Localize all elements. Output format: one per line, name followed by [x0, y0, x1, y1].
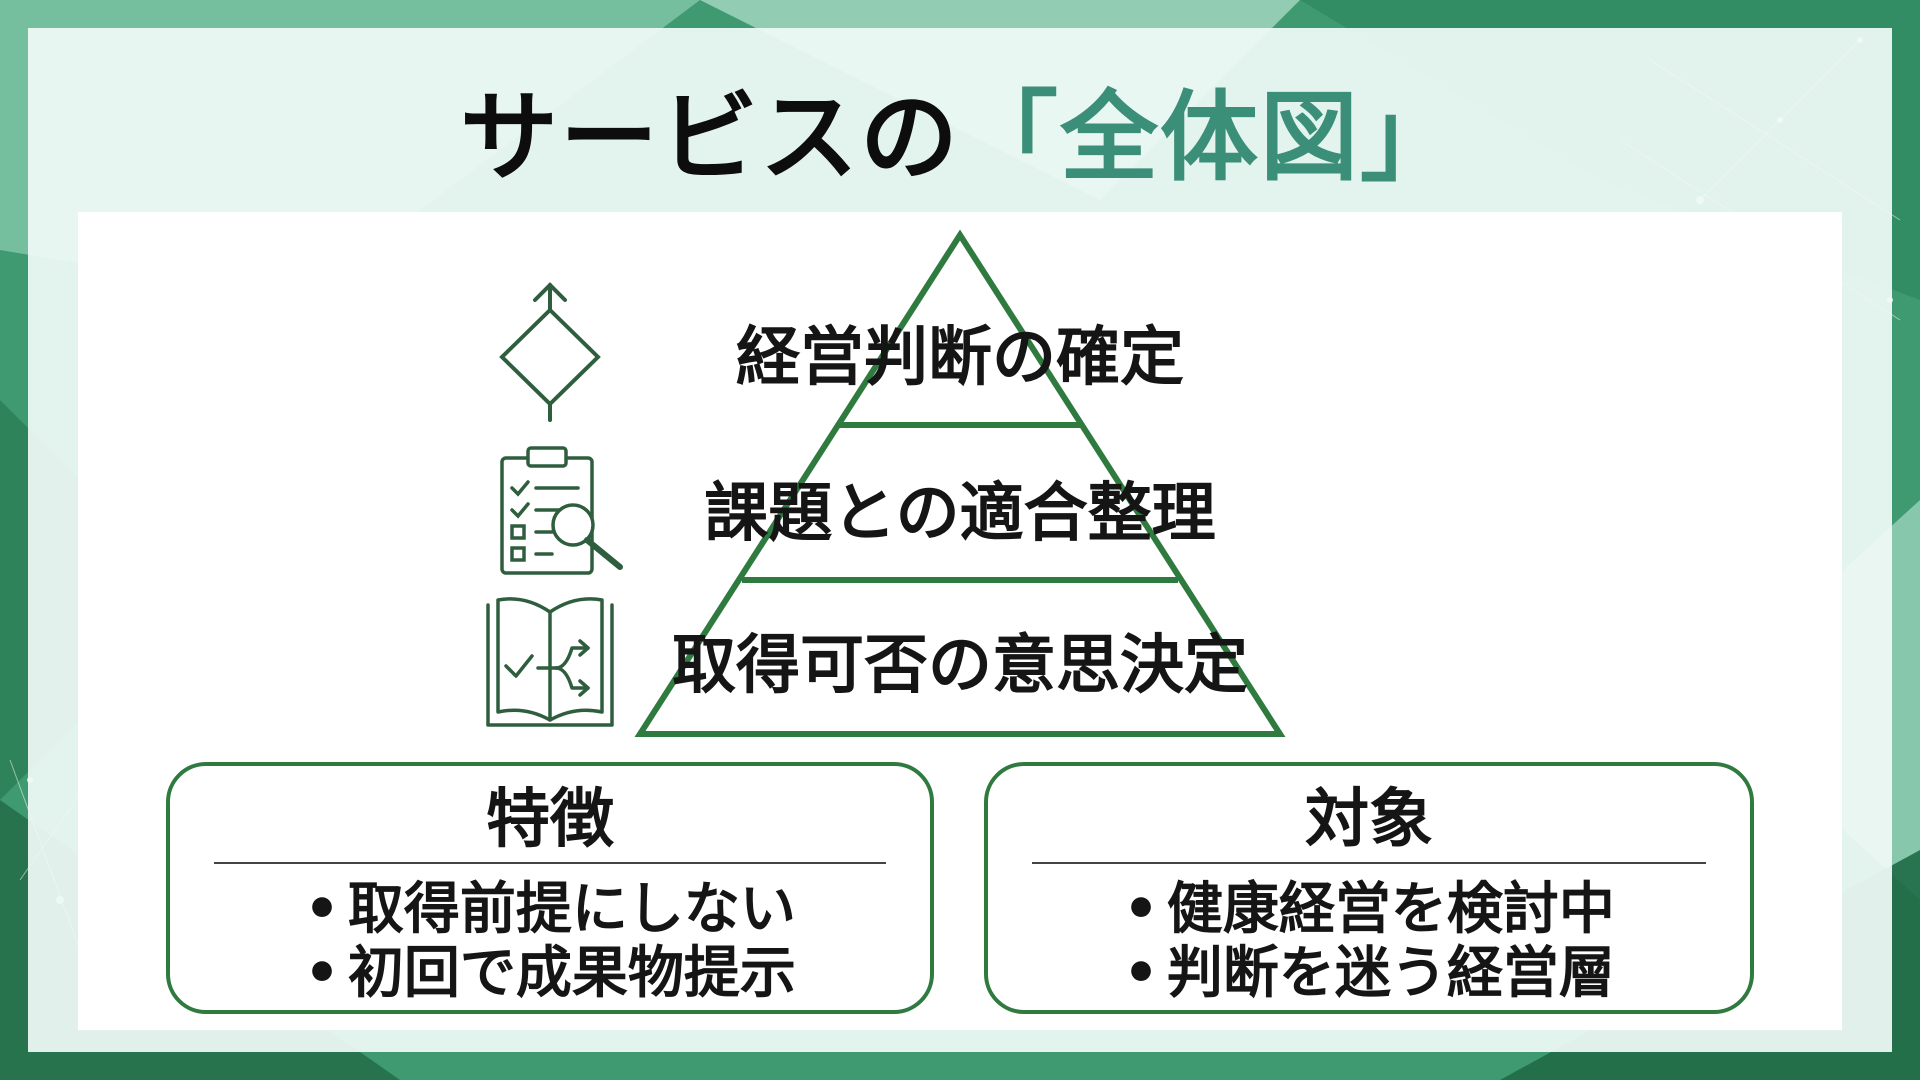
- target-divider: [1032, 862, 1706, 864]
- decision-diamond-icon: [502, 285, 598, 420]
- features-divider: [214, 862, 886, 864]
- features-item: 取得前提にしない: [170, 878, 930, 942]
- pyramid-tier-top: 経営判断の確定: [700, 326, 1220, 390]
- features-item: 初回で成果物提示: [170, 942, 930, 1006]
- features-list: 取得前提にしない 初回で成果物提示: [170, 878, 930, 1006]
- pyramid-tier-middle: 課題との適合整理: [660, 482, 1260, 546]
- book-branch-icon: [488, 599, 612, 725]
- target-item: 判断を迷う経営層: [988, 942, 1750, 1006]
- features-box: 特徴 取得前提にしない 初回で成果物提示: [166, 762, 934, 1014]
- target-item: 健康経営を検討中: [988, 878, 1750, 942]
- target-list: 健康経営を検討中 判断を迷う経営層: [988, 878, 1750, 1006]
- features-title: 特徴: [170, 788, 930, 852]
- clipboard-search-icon: [502, 448, 620, 573]
- target-title: 対象: [988, 788, 1750, 852]
- target-box: 対象 健康経営を検討中 判断を迷う経営層: [984, 762, 1754, 1014]
- pyramid-tier-bottom: 取得可否の意思決定: [640, 634, 1280, 698]
